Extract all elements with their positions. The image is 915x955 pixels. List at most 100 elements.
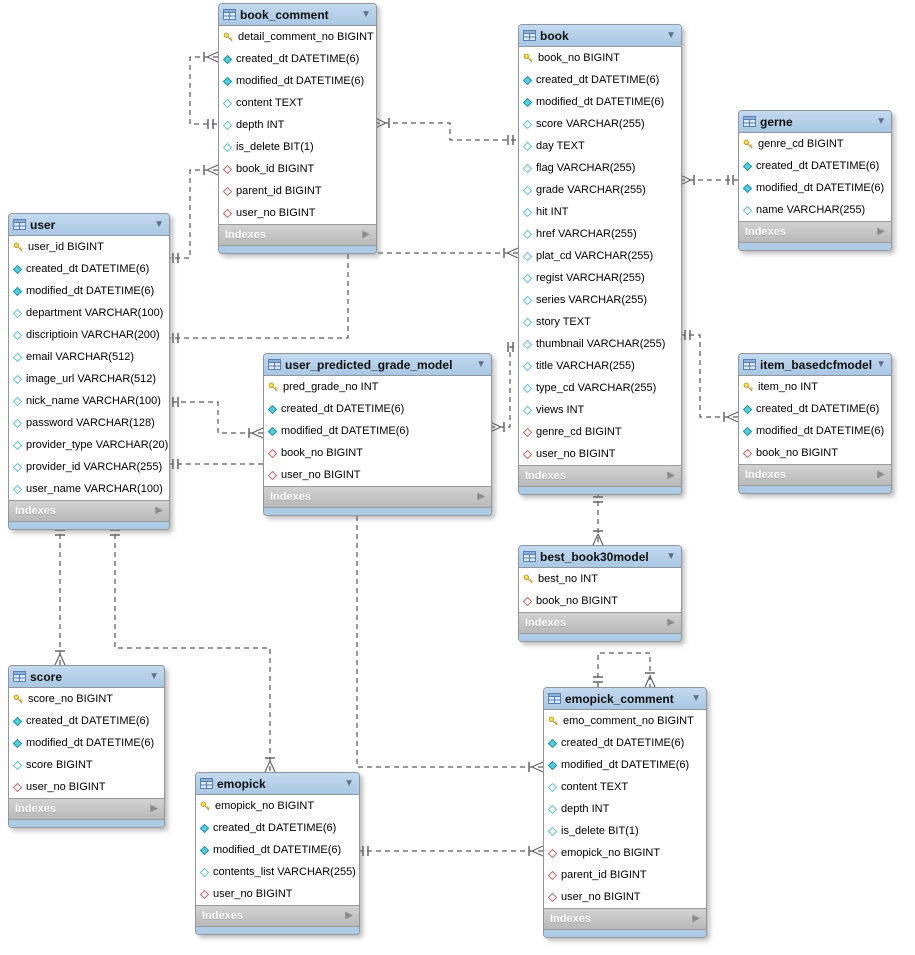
- column-row[interactable]: created_dt DATETIME(6): [519, 69, 681, 91]
- chevron-down-icon[interactable]: ▼: [876, 358, 886, 370]
- expand-right-icon[interactable]: ▶: [150, 803, 158, 814]
- indexes-bar[interactable]: Indexes▶: [9, 500, 169, 521]
- relationship-score-user[interactable]: [54, 525, 66, 666]
- column-row[interactable]: emo_comment_no BIGINT: [544, 710, 706, 732]
- relationship-line[interactable]: [597, 652, 651, 687]
- relationship-book_comment-user[interactable]: [168, 164, 219, 263]
- column-row[interactable]: created_dt DATETIME(6): [219, 48, 376, 70]
- relationship-upgm-book[interactable]: [489, 342, 518, 433]
- column-row[interactable]: created_dt DATETIME(6): [196, 817, 359, 839]
- column-row[interactable]: modified_dt DATETIME(6): [9, 732, 164, 754]
- column-row[interactable]: modified_dt DATETIME(6): [9, 280, 169, 302]
- chevron-down-icon[interactable]: ▼: [476, 358, 486, 370]
- relationship-item_basedcfmodel-book[interactable]: [680, 330, 739, 423]
- column-row[interactable]: day TEXT: [519, 135, 681, 157]
- column-row[interactable]: pred_grade_no INT: [264, 376, 491, 398]
- column-row[interactable]: discriptioin VARCHAR(200): [9, 324, 169, 346]
- column-row[interactable]: provider_type VARCHAR(20): [9, 434, 169, 456]
- relationship-line[interactable]: [168, 252, 518, 339]
- column-row[interactable]: genre_cd BIGINT: [739, 133, 891, 155]
- column-row[interactable]: password VARCHAR(128): [9, 412, 169, 434]
- column-row[interactable]: emopick_no BIGINT: [196, 795, 359, 817]
- indexes-bar[interactable]: Indexes▶: [739, 464, 891, 485]
- column-row[interactable]: user_no BIGINT: [196, 883, 359, 905]
- column-row[interactable]: nick_name VARCHAR(100): [9, 390, 169, 412]
- expand-right-icon[interactable]: ▶: [692, 913, 700, 924]
- expand-right-icon[interactable]: ▶: [477, 491, 485, 502]
- column-row[interactable]: emopick_no BIGINT: [544, 842, 706, 864]
- column-row[interactable]: name VARCHAR(255): [739, 199, 891, 221]
- column-row[interactable]: modified_dt DATETIME(6): [544, 754, 706, 776]
- relationship-line[interactable]: [189, 56, 218, 125]
- relationship-line[interactable]: [168, 169, 218, 259]
- chevron-down-icon[interactable]: ▼: [666, 550, 676, 562]
- column-row[interactable]: book_no BIGINT: [264, 442, 491, 464]
- column-row[interactable]: hit INT: [519, 201, 681, 223]
- relationship-emopick_comment-user-a[interactable]: [356, 512, 544, 773]
- column-row[interactable]: is_delete BIT(1): [544, 820, 706, 842]
- column-row[interactable]: views INT: [519, 399, 681, 421]
- chevron-down-icon[interactable]: ▼: [691, 692, 701, 704]
- expand-right-icon[interactable]: ▶: [362, 229, 370, 240]
- relationship-book_comment-book[interactable]: [374, 117, 518, 145]
- column-row[interactable]: title VARCHAR(255): [519, 355, 681, 377]
- indexes-bar[interactable]: Indexes▶: [219, 224, 376, 245]
- column-row[interactable]: story TEXT: [519, 311, 681, 333]
- column-row[interactable]: regist VARCHAR(255): [519, 267, 681, 289]
- column-row[interactable]: book_no BIGINT: [519, 590, 681, 612]
- column-row[interactable]: image_url VARCHAR(512): [9, 368, 169, 390]
- expand-right-icon[interactable]: ▶: [345, 910, 353, 921]
- chevron-down-icon[interactable]: ▼: [344, 777, 354, 789]
- column-row[interactable]: depth INT: [544, 798, 706, 820]
- indexes-bar[interactable]: Indexes▶: [519, 612, 681, 633]
- column-row[interactable]: best_no INT: [519, 568, 681, 590]
- expand-right-icon[interactable]: ▶: [877, 469, 885, 480]
- relationship-book-gerne[interactable]: [679, 174, 738, 186]
- table-header[interactable]: user_predicted_grade_model▼: [264, 354, 491, 376]
- column-row[interactable]: created_dt DATETIME(6): [264, 398, 491, 420]
- column-row[interactable]: parent_id BIGINT: [219, 180, 376, 202]
- expand-right-icon[interactable]: ▶: [667, 470, 675, 481]
- column-row[interactable]: modified_dt DATETIME(6): [196, 839, 359, 861]
- chevron-down-icon[interactable]: ▼: [876, 115, 886, 127]
- column-row[interactable]: detail_comment_no BIGINT: [219, 26, 376, 48]
- column-row[interactable]: user_no BIGINT: [9, 776, 164, 798]
- column-row[interactable]: is_delete BIT(1): [219, 136, 376, 158]
- expand-right-icon[interactable]: ▶: [877, 226, 885, 237]
- column-row[interactable]: thumbnail VARCHAR(255): [519, 333, 681, 355]
- column-row[interactable]: contents_list VARCHAR(255): [196, 861, 359, 883]
- column-row[interactable]: grade VARCHAR(255): [519, 179, 681, 201]
- table-header[interactable]: score▼: [9, 666, 164, 688]
- chevron-down-icon[interactable]: ▼: [154, 218, 164, 230]
- expand-right-icon[interactable]: ▶: [155, 505, 163, 516]
- chevron-down-icon[interactable]: ▼: [666, 29, 676, 41]
- relationship-line[interactable]: [375, 122, 518, 141]
- column-row[interactable]: modified_dt DATETIME(6): [739, 420, 891, 442]
- expand-right-icon[interactable]: ▶: [667, 617, 675, 628]
- column-row[interactable]: user_name VARCHAR(100): [9, 478, 169, 500]
- relationship-best_book30model-book[interactable]: [592, 492, 604, 546]
- column-row[interactable]: department VARCHAR(100): [9, 302, 169, 324]
- indexes-bar[interactable]: Indexes▶: [544, 908, 706, 929]
- column-row[interactable]: modified_dt DATETIME(6): [739, 177, 891, 199]
- table-user_predicted_grade_model[interactable]: user_predicted_grade_model▼pred_grade_no…: [263, 353, 492, 516]
- indexes-bar[interactable]: Indexes▶: [264, 486, 491, 507]
- indexes-bar[interactable]: Indexes▶: [196, 905, 359, 926]
- column-row[interactable]: book_id BIGINT: [219, 158, 376, 180]
- column-row[interactable]: content TEXT: [219, 92, 376, 114]
- relationship-book-user[interactable]: [168, 247, 519, 343]
- indexes-bar[interactable]: Indexes▶: [519, 465, 681, 486]
- column-row[interactable]: user_no BIGINT: [519, 443, 681, 465]
- relationship-emopick_comment-user-b[interactable]: [168, 459, 263, 469]
- indexes-bar[interactable]: Indexes▶: [9, 798, 164, 819]
- column-row[interactable]: item_no INT: [739, 376, 891, 398]
- table-header[interactable]: emopick_comment▼: [544, 688, 706, 710]
- table-header[interactable]: gerne▼: [739, 111, 891, 133]
- column-row[interactable]: score BIGINT: [9, 754, 164, 776]
- relationship-emopick-user[interactable]: [110, 525, 276, 773]
- column-row[interactable]: user_no BIGINT: [264, 464, 491, 486]
